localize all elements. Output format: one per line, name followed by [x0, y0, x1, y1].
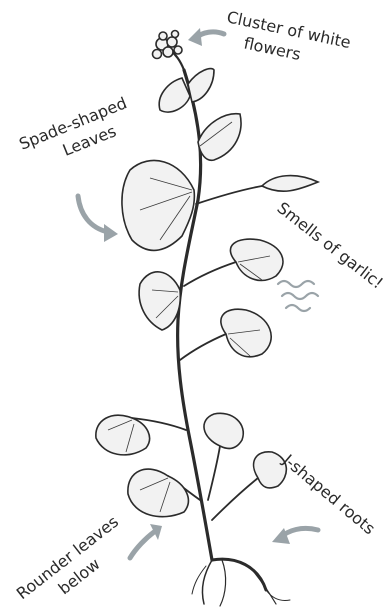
label-garlic-text: Smells of garlic!: [274, 198, 386, 292]
leaf-rounder-right: [204, 413, 243, 448]
label-garlic: Smells of garlic!: [274, 198, 386, 292]
arrow-to-rounder-leaves: [130, 524, 162, 558]
leaf-top-left: [159, 78, 190, 112]
petiole-bottom-right: [208, 446, 220, 500]
arrow-to-flowers: [188, 28, 224, 46]
label-rounder: Rounder leaves below: [13, 512, 136, 607]
leaf-lower-right: [221, 309, 271, 357]
flower-cluster: [153, 31, 183, 59]
label-roots: J-shaped roots: [279, 450, 379, 538]
leaf-right-pointed: [262, 176, 318, 192]
label-flowers: Cluster of white flowers: [221, 7, 353, 73]
roots: [192, 559, 290, 606]
leaf-mid-left: [139, 272, 180, 330]
leaf-mid-right: [230, 239, 283, 280]
label-spade: Spade-shaped Leaves: [16, 93, 137, 174]
arrow-to-roots: [272, 528, 318, 544]
petiole-right-3: [180, 334, 226, 360]
leaf-rounder-left: [128, 469, 188, 517]
petiole-right-1: [196, 186, 262, 204]
leaf-rounder-far-right: [254, 452, 287, 488]
leaf-upper-right: [198, 114, 241, 161]
smell-lines: [278, 281, 318, 311]
arrow-to-spade-leaves: [78, 196, 118, 242]
petiole-right-2: [184, 262, 236, 286]
leaf-top-right: [188, 69, 214, 102]
label-roots-text: J-shaped roots: [279, 450, 379, 538]
petiole-bottom-right-2: [212, 478, 258, 520]
plant-illustration: [96, 31, 318, 607]
leaf-lower-left: [96, 415, 150, 455]
